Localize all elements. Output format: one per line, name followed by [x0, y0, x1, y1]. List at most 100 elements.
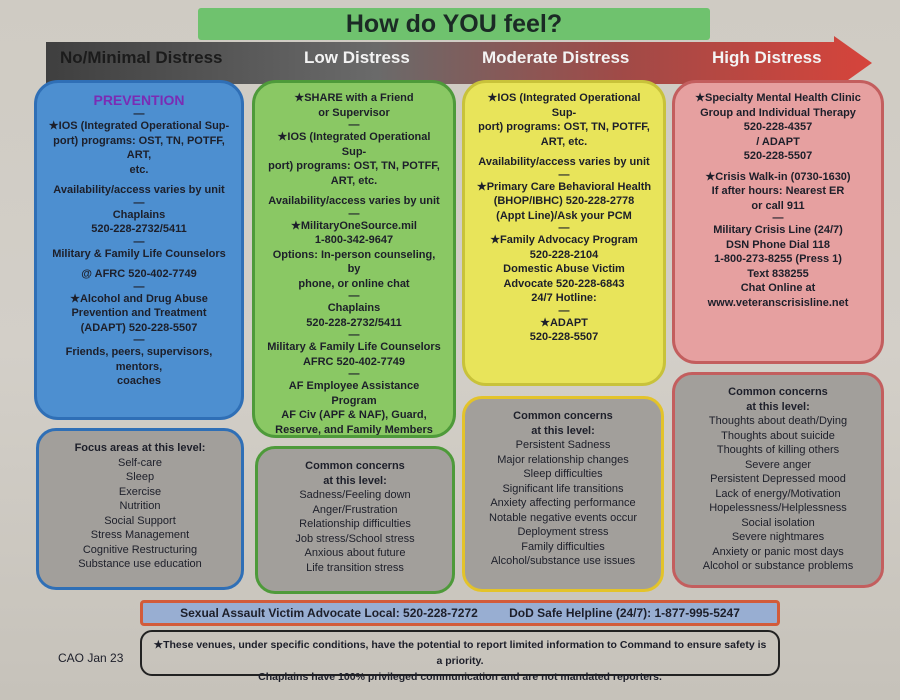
text-line: Sadness/Feeling down	[299, 489, 411, 501]
high-concerns-box: Common concerns at this level: Thoughts a…	[672, 372, 884, 588]
text-line: 520-228-2732/5411	[306, 316, 402, 329]
text-line: (BHOP/IBHC) 520-228-2778	[493, 195, 635, 207]
text-line: —	[133, 280, 145, 293]
text-line: port) programs: OST, TN, POTFF, ART,	[53, 134, 225, 162]
text-line: Job stress/School stress	[295, 532, 415, 545]
text-line: —	[133, 334, 145, 346]
text-line: Cognitive Restructuring	[82, 543, 198, 556]
text-line: Lack of energy/Motivation	[715, 487, 841, 500]
text-line: Anxiety affecting performance	[490, 497, 636, 509]
text-line: ★ADAPT	[540, 316, 588, 329]
text-line: Major relationship changes	[497, 453, 629, 466]
text-line: Availability/access varies by unit	[478, 156, 650, 168]
text-line: —	[772, 212, 784, 224]
text-line: Relationship difficulties	[299, 518, 411, 530]
text-line: 520-228-5507	[529, 331, 599, 343]
text-line: Common concerns	[728, 386, 828, 398]
text-line: Hopelessness/Helplessness	[709, 502, 847, 514]
moderate-lines: ★IOS (Integrated Operational Sup-port) p…	[475, 91, 653, 345]
text-line: (Appt Line)/Ask your PCM	[496, 209, 632, 222]
text-line: Advocate 520-228-6843	[503, 277, 625, 290]
text-line: If after hours: Nearest ER	[711, 185, 845, 197]
text-line: @ AFRC 520-402-7749	[81, 268, 197, 280]
text-line: —	[133, 196, 145, 209]
reporting-note-line1: ★These venues, under specific conditions…	[153, 639, 767, 667]
text-line: at this level:	[323, 474, 387, 487]
text-line: Anxious about future	[304, 547, 406, 559]
text-line: DSN Phone Dial 118	[726, 238, 830, 251]
text-line: —	[348, 329, 360, 341]
text-line: ★Family Advocacy Program	[490, 234, 638, 246]
text-line: Self-care	[117, 456, 163, 469]
prevention-resources-box: PREVENTION —★IOS (Integrated Operational…	[34, 80, 244, 420]
text-line: Stress Management	[90, 529, 190, 541]
prevention-lines: —★IOS (Integrated Operational Sup-port) …	[47, 109, 231, 389]
text-line: or call 911	[751, 199, 805, 212]
text-line: Thoughts of killing others	[716, 444, 840, 456]
text-line: Nutrition	[119, 500, 161, 512]
document-code: CAO Jan 23	[58, 651, 124, 665]
text-line: ★IOS (Integrated Operational Sup-	[48, 120, 230, 132]
text-line: 520-228-4357	[743, 121, 813, 133]
text-line: ART, etc.	[330, 174, 378, 187]
text-line: —	[348, 290, 360, 302]
text-line: ★Crisis Walk-in (0730-1630)	[705, 170, 851, 183]
text-line: ★Primary Care Behavioral Health	[476, 180, 652, 193]
text-line: or Supervisor	[318, 106, 390, 119]
text-line: AF Employee Assistance Program	[288, 380, 420, 407]
text-line: ★IOS (Integrated Operational Sup-	[277, 131, 431, 158]
text-line: Social Support	[104, 514, 176, 527]
text-line: ★MilitaryOneSource.mil	[290, 219, 417, 232]
text-line: Options: In-person counseling, by	[272, 248, 436, 276]
text-line: Common concerns	[513, 410, 613, 422]
text-line: 520-228-2732/5411	[91, 223, 187, 235]
moderate-resources-box: ★IOS (Integrated Operational Sup-port) p…	[462, 80, 666, 386]
text-line: —	[558, 168, 570, 181]
text-line: Family difficulties	[521, 540, 605, 553]
text-line: Sleep difficulties	[523, 468, 603, 480]
text-line: ART, etc.	[540, 135, 588, 148]
text-line: 1-866-580-9078	[265, 437, 443, 438]
text-line: Exercise	[118, 485, 162, 498]
text-line: ★IOS (Integrated Operational Sup-	[487, 92, 641, 119]
text-line: Persistent Depressed mood	[710, 473, 846, 485]
text-line: at this level:	[531, 424, 595, 437]
reporting-note-box: ★These venues, under specific conditions…	[140, 630, 780, 683]
text-line: coaches	[116, 375, 162, 387]
text-line: Military & Family Life Counselors	[267, 341, 441, 353]
text-line: —	[348, 207, 360, 220]
text-line: Anger/Frustration	[312, 503, 398, 516]
text-line: Alcohol/substance use issues	[490, 555, 636, 567]
text-line: —	[133, 108, 145, 120]
text-line: port) programs: OST, TN, POTFF,	[478, 121, 650, 133]
text-line: Friends, peers, supervisors, mentors,	[65, 346, 213, 373]
text-line: AFRC 520-402-7749	[302, 355, 406, 368]
focus-areas-heading: Focus areas at this level:	[47, 441, 233, 456]
text-line: —	[558, 304, 570, 317]
sarc-local-number: Sexual Assault Victim Advocate Local: 52…	[180, 606, 478, 620]
reporting-note-line2: Chaplains have 100% privileged communica…	[258, 671, 662, 683]
text-line: Chat Online at	[740, 282, 816, 294]
text-line: Thoughts about suicide	[721, 429, 835, 442]
text-line: Severe nightmares	[731, 531, 825, 543]
text-line: Chaplains	[327, 302, 381, 314]
text-line: —	[133, 235, 145, 248]
text-line: Persistent Sadness	[515, 439, 611, 451]
level-label-high: High Distress	[712, 48, 822, 67]
text-line: Social isolation	[741, 516, 815, 529]
text-line: Domestic Abuse Victim	[503, 263, 625, 275]
text-line: at this level:	[746, 400, 810, 413]
text-line: Military Crisis Line (24/7)	[713, 224, 843, 236]
text-line: Deployment stress	[517, 526, 609, 538]
text-line: Life transition stress	[306, 561, 404, 574]
